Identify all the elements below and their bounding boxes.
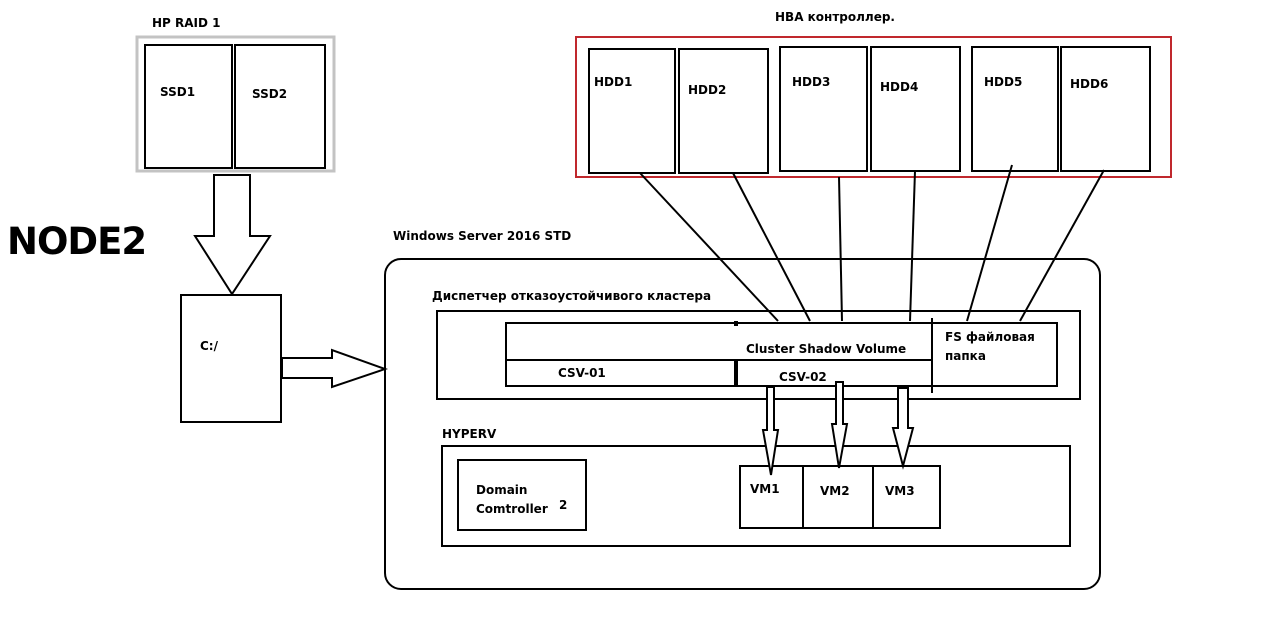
csv01-label: CSV-01	[558, 366, 606, 380]
hdd3-link	[838, 176, 843, 322]
raid-group-border	[135, 35, 336, 173]
domain-controller-label: Domain Comtroller	[476, 483, 548, 516]
cluster-shadow-volume-box	[505, 322, 1058, 387]
hdd4-label: HDD4	[880, 80, 919, 94]
c-drive-label: C:/	[200, 339, 218, 353]
hdd1-link	[639, 172, 779, 322]
csv-to-vm1-arrow	[761, 386, 780, 476]
vm3-label: VM3	[885, 484, 915, 498]
hdd5-label: HDD5	[984, 75, 1023, 89]
hdd2-label: HDD2	[688, 83, 727, 97]
hdd6-label: HDD6	[1070, 77, 1109, 91]
c-to-server-arrow	[281, 348, 389, 389]
node-title: NODE2	[7, 220, 147, 263]
domain-controller-number: 2	[559, 498, 568, 512]
csv-to-vm3-arrow	[891, 387, 915, 470]
ssd1-box	[144, 44, 233, 169]
hba-group-border	[575, 36, 1172, 178]
hdd3-label: HDD3	[792, 75, 831, 89]
hdd5-link	[966, 164, 1013, 322]
hyperv-title: HYPERV	[442, 427, 497, 441]
windows-server-container	[384, 258, 1101, 590]
ssd2-label: SSD2	[252, 87, 288, 101]
ssd1-label: SSD1	[160, 85, 196, 99]
hdd5-box	[971, 46, 1059, 172]
hyperv-box	[441, 445, 1071, 547]
cluster-title: Диспетчер отказоустойчивого кластера	[432, 289, 712, 303]
raid-to-c-arrow	[193, 174, 272, 296]
hdd6-box	[1060, 46, 1151, 172]
vm2-label: VM2	[820, 484, 850, 498]
hdd3-box	[779, 46, 868, 172]
hba-title: HBA контроллер.	[775, 10, 895, 24]
hdd4-box	[870, 46, 961, 172]
hdd2-link	[732, 172, 811, 322]
failover-cluster-box	[436, 310, 1081, 400]
csv02-label: CSV-02	[779, 370, 827, 384]
hdd1-box	[588, 48, 676, 174]
csv-label: Cluster Shadow Volume	[746, 342, 907, 356]
c-drive-box	[180, 294, 282, 423]
domain-controller-box	[457, 459, 587, 531]
fs-share-label: FS файловая папка	[945, 330, 1035, 363]
vm1-label: VM1	[750, 482, 780, 496]
ssd2-box	[234, 44, 326, 169]
hdd4-link	[909, 170, 916, 322]
server-title: Windows Server 2016 STD	[393, 229, 572, 243]
hdd2-box	[678, 48, 769, 174]
hdd1-label: HDD1	[594, 75, 633, 89]
hdd6-link	[1019, 169, 1105, 322]
raid-title: HP RAID 1	[152, 16, 221, 30]
csv-to-vm2-arrow	[830, 381, 849, 469]
